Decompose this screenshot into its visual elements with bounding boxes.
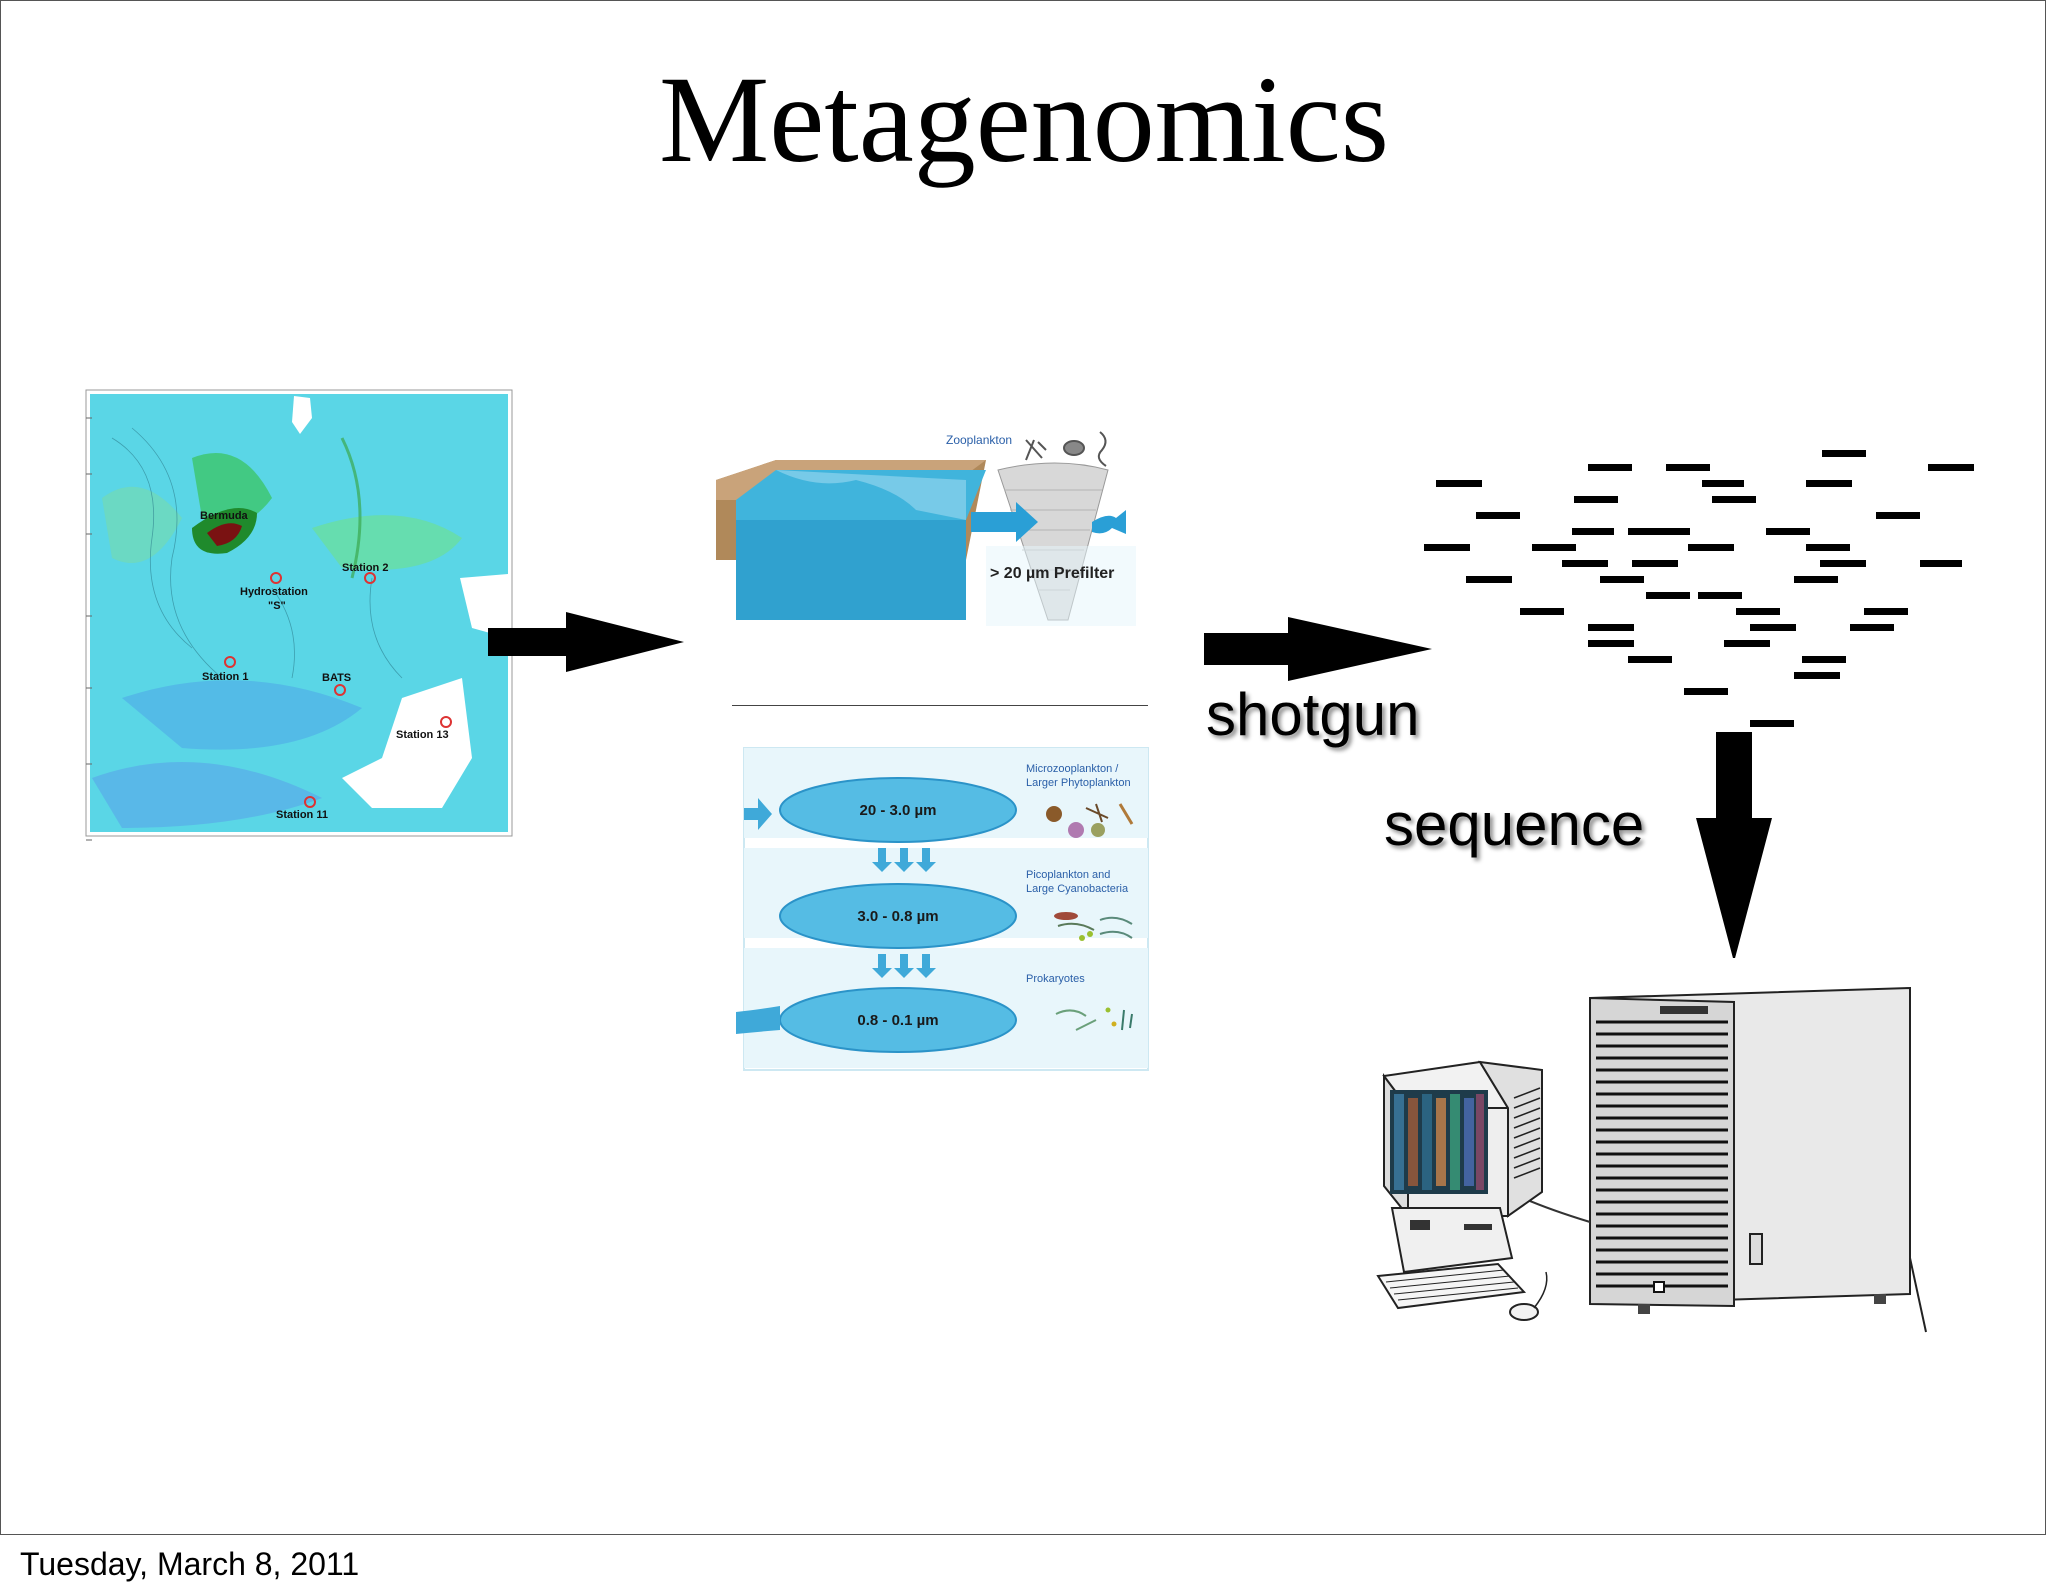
size-fractionation-diagram: 20 - 3.0 µm 3.0 - 0.8 µm 0.8 - 0.1 µm Mi… [736, 747, 1149, 1071]
label-station1: Station 1 [202, 671, 248, 683]
label-station11: Station 11 [276, 809, 328, 821]
stage1-desc2: Larger Phytoplankton [1026, 777, 1131, 789]
arrow-shotgun [1204, 617, 1432, 681]
workstation-icon [1376, 1060, 1548, 1321]
zooplankton-icons [1025, 431, 1107, 467]
label-bats: BATS [322, 672, 351, 684]
prefilter-funnel [997, 462, 1109, 621]
stage2-size: 3.0 - 0.8 µm [857, 908, 938, 925]
slide-title: Metagenomics [658, 51, 1389, 188]
shotgun-reads [1424, 450, 1974, 727]
stage3-size: 0.8 - 0.1 µm [857, 1012, 938, 1029]
label-hydrostation-s: "S" [268, 600, 286, 612]
filter-disc-1 [779, 777, 1017, 843]
arrow-sequence [1696, 732, 1772, 962]
stage3-desc: Prokaryotes [1026, 973, 1085, 985]
flow-down-arrows [872, 848, 936, 978]
label-station13: Station 13 [396, 729, 449, 741]
divider [732, 705, 1148, 706]
sampling-map: Bermuda Hydrostation "S" Station 2 Stati… [85, 389, 513, 841]
zooplankton-label: Zooplankton [946, 433, 1012, 447]
stage1-desc: Microzooplankton / [1026, 763, 1119, 775]
sequencing-computer [1374, 958, 1930, 1352]
filter-disc-2 [779, 883, 1017, 949]
station-markers [224, 572, 452, 808]
prefilter-label: > 20 µm Prefilter [990, 565, 1114, 582]
label-station2: Station 2 [342, 562, 388, 574]
label-bermuda: Bermuda [200, 510, 249, 522]
label-hydrostation: Hydrostation [240, 586, 308, 598]
stage2-desc2: Large Cyanobacteria [1026, 883, 1129, 895]
shotgun-label: shotgun [1206, 681, 1420, 748]
stage2-desc: Picoplankton and [1026, 869, 1110, 881]
arrow-map-to-filtration [488, 612, 684, 672]
server-tower-icon [1589, 986, 1927, 1333]
stage1-size: 20 - 3.0 µm [859, 802, 936, 819]
organism-icons [1046, 803, 1134, 1031]
footer-date: Tuesday, March 8, 2011 [20, 1546, 360, 1582]
sequence-label: sequence [1384, 791, 1645, 858]
prefilter-diagram: Zooplankton > 20 µm Prefilter [716, 431, 1136, 626]
